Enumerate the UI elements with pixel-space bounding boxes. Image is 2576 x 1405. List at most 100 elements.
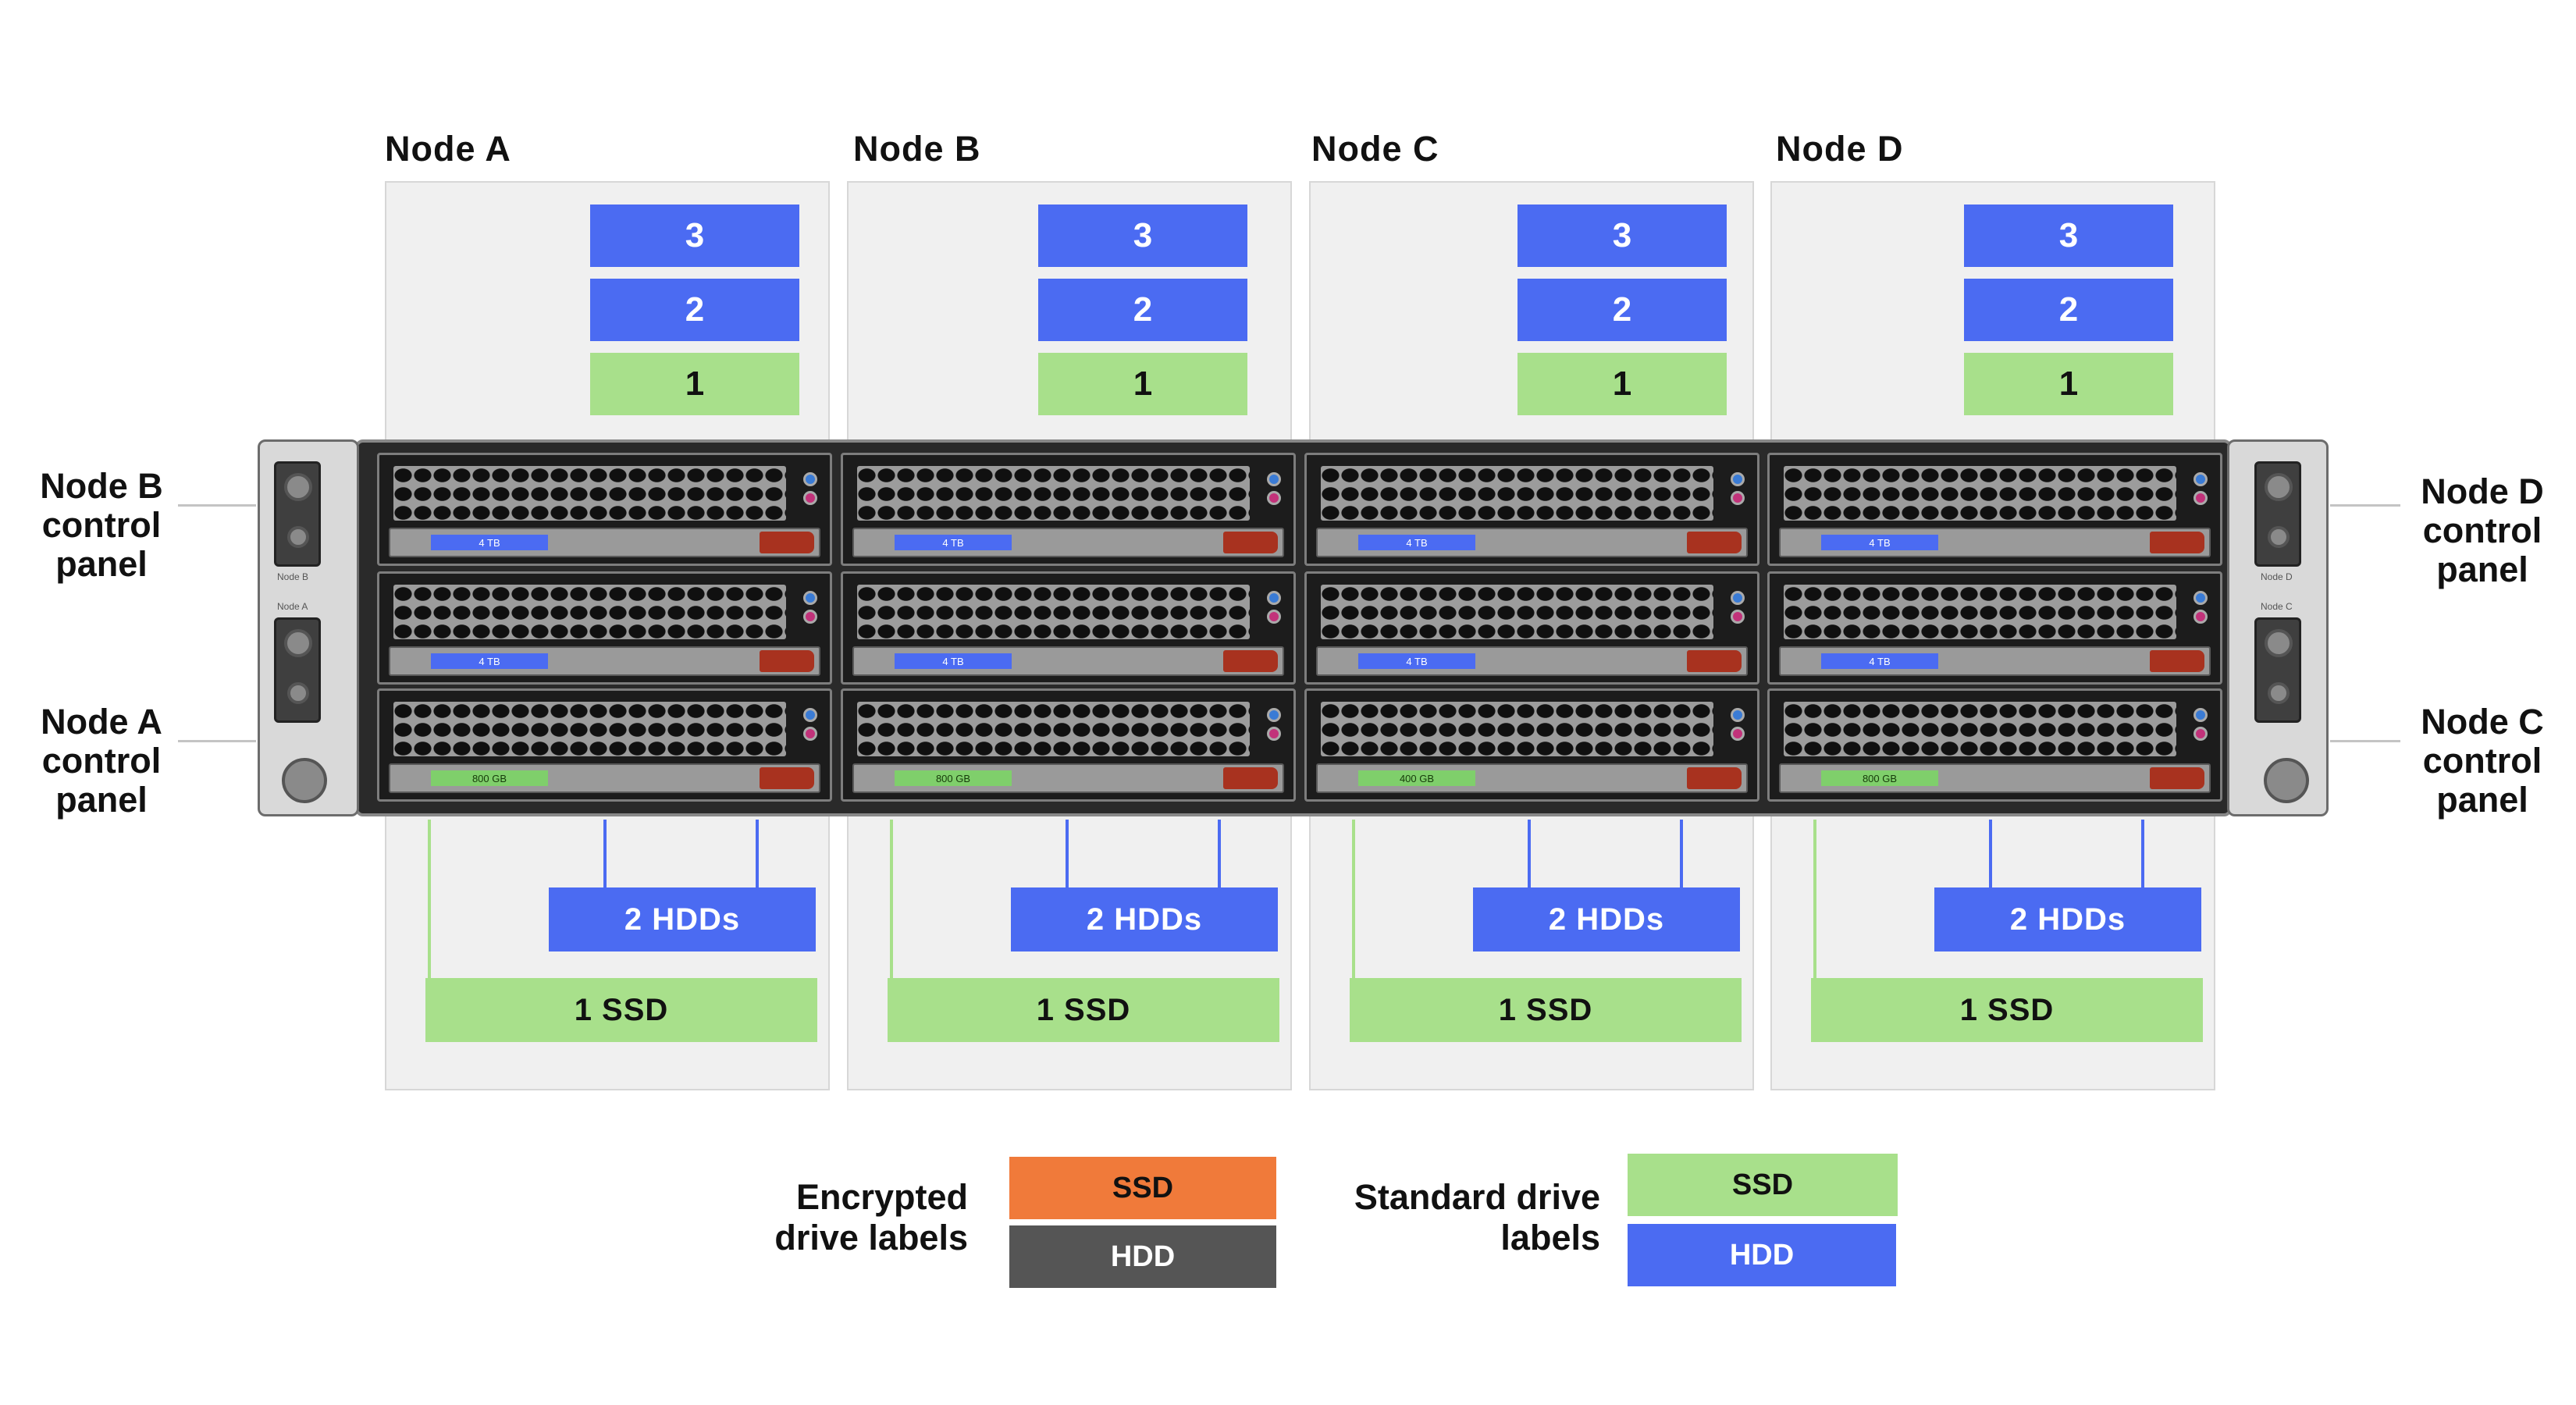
hdd-group-label: 2 HDDs — [549, 887, 816, 951]
activity-led-icon — [803, 591, 817, 605]
fault-led-icon — [1267, 727, 1281, 741]
node-b-control-panel-label: Node B control panel — [40, 466, 163, 584]
ssd-group-label: 1 SSD — [888, 978, 1279, 1042]
drive-capacity-tag: 4 TB — [1821, 653, 1938, 669]
fault-led-icon — [1267, 610, 1281, 624]
node-d-control-panel-label: Node D control panel — [2421, 471, 2544, 589]
drive-latch-icon[interactable] — [1223, 532, 1278, 553]
node-a-control-panel-label: Node A control panel — [41, 702, 162, 820]
slot-label-3: 3 — [1517, 205, 1727, 267]
node-a-control-module — [274, 617, 321, 723]
hdd-connector-line — [603, 820, 607, 890]
drive-vent-grille — [393, 466, 786, 521]
drive-tray: 4 TB — [1779, 646, 2211, 676]
slot-label-1: 1 — [1517, 353, 1727, 415]
drive-tray: 800 GB — [852, 763, 1284, 793]
right-ear: Node D Node C — [2227, 439, 2329, 816]
hdd-connector-line — [1528, 820, 1531, 890]
drive-tray: 4 TB — [1316, 646, 1748, 676]
locator-button-icon — [287, 526, 309, 548]
slot-label-1: 1 — [1964, 353, 2173, 415]
encrypted-hdd-swatch: HDD — [1009, 1225, 1276, 1288]
drive-capacity-tag: 4 TB — [895, 535, 1012, 550]
fault-led-icon — [803, 610, 817, 624]
drive-bay[interactable]: 4 TB — [841, 571, 1296, 685]
drive-tray: 4 TB — [852, 646, 1284, 676]
drive-tray: 4 TB — [1779, 528, 2211, 557]
locator-button-icon — [2268, 526, 2290, 548]
activity-led-icon — [803, 472, 817, 486]
drive-bay[interactable]: 4 TB — [377, 571, 832, 685]
drive-capacity-tag: 800 GB — [431, 770, 548, 786]
ear-label-node-c: Node C — [2261, 601, 2293, 612]
drive-capacity-tag: 800 GB — [1821, 770, 1938, 786]
fault-led-icon — [2194, 610, 2208, 624]
drive-latch-icon[interactable] — [1687, 532, 1742, 553]
node-d-control-module — [2254, 461, 2301, 567]
drive-latch-icon[interactable] — [1223, 650, 1278, 672]
drive-bay[interactable]: 800 GB — [377, 688, 832, 802]
locator-button-icon — [2268, 682, 2290, 704]
activity-led-icon — [1731, 708, 1745, 722]
activity-led-icon — [2194, 708, 2208, 722]
thumbscrew-icon — [2264, 758, 2309, 803]
drive-latch-icon[interactable] — [1687, 650, 1742, 672]
node-c-control-panel-label: Node C control panel — [2421, 702, 2544, 820]
drive-capacity-tag: 4 TB — [1358, 653, 1475, 669]
drive-bay[interactable]: 4 TB — [841, 453, 1296, 566]
drive-vent-grille — [393, 585, 786, 639]
drive-bay[interactable]: 4 TB — [1767, 571, 2222, 685]
drive-latch-icon[interactable] — [2150, 532, 2204, 553]
drive-vent-grille — [1321, 702, 1713, 756]
hdd-connector-line — [2141, 820, 2144, 890]
drive-tray: 4 TB — [389, 528, 820, 557]
connector-line — [178, 740, 256, 742]
drive-vent-grille — [1784, 466, 2176, 521]
node-title: Node C — [1311, 129, 1439, 169]
slot-label-2: 2 — [1038, 279, 1247, 341]
drive-bay[interactable]: 800 GB — [1767, 688, 2222, 802]
drive-bay[interactable]: 4 TB — [1767, 453, 2222, 566]
ssd-group-label: 1 SSD — [1350, 978, 1742, 1042]
activity-led-icon — [2194, 591, 2208, 605]
drive-bay[interactable]: 4 TB — [1304, 453, 1759, 566]
drive-latch-icon[interactable] — [760, 767, 814, 789]
activity-led-icon — [1267, 472, 1281, 486]
drive-bay[interactable]: 4 TB — [1304, 571, 1759, 685]
drive-bay[interactable]: 4 TB — [377, 453, 832, 566]
fault-led-icon — [2194, 727, 2208, 741]
slot-label-3: 3 — [1038, 205, 1247, 267]
hdd-connector-line — [1066, 820, 1069, 890]
hdd-group-label: 2 HDDs — [1934, 887, 2201, 951]
activity-led-icon — [1267, 591, 1281, 605]
power-button-icon — [2265, 629, 2293, 657]
ssd-group-label: 1 SSD — [1811, 978, 2203, 1042]
node-title: Node D — [1776, 129, 1904, 169]
standard-hdd-swatch: HDD — [1628, 1224, 1896, 1286]
drive-latch-icon[interactable] — [2150, 650, 2204, 672]
drive-latch-icon[interactable] — [1223, 767, 1278, 789]
slot-label-3: 3 — [1964, 205, 2173, 267]
node-title: Node A — [385, 129, 511, 169]
drive-latch-icon[interactable] — [760, 650, 814, 672]
drive-capacity-tag: 4 TB — [431, 535, 548, 550]
drive-bay[interactable]: 800 GB — [841, 688, 1296, 802]
fault-led-icon — [1731, 610, 1745, 624]
fault-led-icon — [803, 727, 817, 741]
drive-latch-icon[interactable] — [2150, 767, 2204, 789]
ear-label-node-d: Node D — [2261, 571, 2293, 582]
drive-vent-grille — [1784, 585, 2176, 639]
hdd-connector-line — [1680, 820, 1683, 890]
drive-latch-icon[interactable] — [760, 532, 814, 553]
ear-label-node-a: Node A — [277, 601, 308, 612]
drive-vent-grille — [857, 466, 1250, 521]
hdd-group-label: 2 HDDs — [1011, 887, 1278, 951]
activity-led-icon — [2194, 472, 2208, 486]
drive-vent-grille — [857, 702, 1250, 756]
drive-latch-icon[interactable] — [1687, 767, 1742, 789]
ssd-connector-line — [890, 820, 893, 980]
drive-tray: 400 GB — [1316, 763, 1748, 793]
drive-capacity-tag: 4 TB — [431, 653, 548, 669]
encrypted-ssd-swatch: SSD — [1009, 1157, 1276, 1219]
drive-bay[interactable]: 400 GB — [1304, 688, 1759, 802]
